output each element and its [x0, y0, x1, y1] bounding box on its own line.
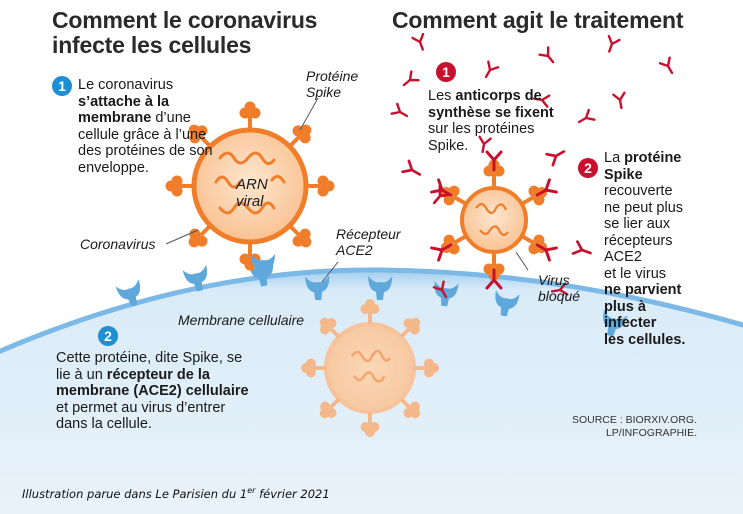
step-badge-right-2: 2 — [578, 158, 598, 178]
label-viral-rna: ARN viral — [236, 176, 268, 210]
right-step1-text: Les anticorps de synthèse se fixent sur … — [428, 88, 554, 154]
label-coronavirus: Coronavirus — [80, 236, 156, 252]
step-badge-left-1: 1 — [52, 76, 72, 96]
left-title-line2: infecte les cellules — [52, 32, 252, 58]
left-title-line1: Comment le coronavirus — [52, 7, 318, 33]
left-step1-text: Le coronavirus s’attache à la membrane d… — [78, 77, 213, 176]
label-cell-membrane: Membrane cellulaire — [178, 312, 305, 328]
source-credit: SOURCE : BIORXIV.ORG. LP/INFOGRAPHIE. — [571, 414, 697, 439]
step-badge-left-2: 2 — [98, 326, 118, 346]
label-ace2-receptor: Récepteur ACE2 — [336, 226, 401, 258]
virus-inside-cell — [301, 299, 439, 437]
label-blocked-virus: Virus bloqué — [538, 272, 581, 304]
publication-caption: Illustration parue dans Le Parisien du 1… — [22, 486, 330, 501]
blocked-virus — [430, 150, 558, 290]
step-badge-right-1: 1 — [436, 62, 456, 82]
viral-rna — [214, 151, 286, 215]
label-spike-protein: Protéine Spike — [306, 68, 359, 100]
coronavirus — [165, 101, 335, 271]
right-title: Comment agit le traitement — [392, 7, 684, 33]
right-step2-text: La protéine Spike recouverte ne peut plu… — [604, 150, 686, 348]
left-step2-text: Cette protéine, dite Spike, se lie à un … — [56, 350, 249, 432]
left-title: Comment le coronavirus infecte les cellu… — [52, 8, 317, 58]
